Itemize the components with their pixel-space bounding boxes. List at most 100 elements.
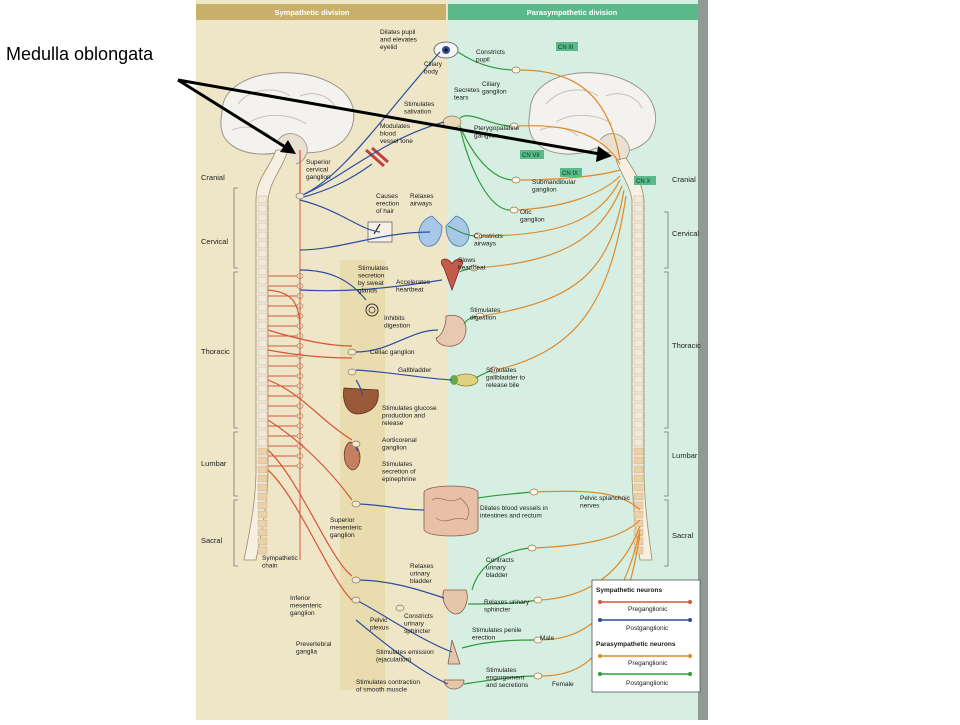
left-vertebrae: [257, 195, 268, 555]
vertebra-segment: [257, 258, 268, 267]
left-region-cervical: Cervical: [201, 237, 228, 246]
ganglion-node: [475, 312, 485, 320]
column-shade: [340, 260, 385, 690]
vertebra-segment: [257, 240, 268, 249]
vertebra-segment: [257, 276, 268, 285]
adrenal-kidney: [343, 441, 361, 471]
vertebra-segment: [257, 303, 268, 312]
label-celiac: Celiac ganglion: [370, 349, 415, 356]
vertebra-segment: [633, 339, 644, 348]
right-brain: [528, 72, 657, 165]
vertebra-segment: [633, 456, 644, 465]
intestines: [423, 485, 479, 537]
vertebra-segment: [633, 420, 644, 429]
vertebra-segment: [257, 546, 268, 555]
vertebra-segment: [633, 348, 644, 357]
left-region-sacral: Sacral: [201, 536, 223, 545]
label-gallbladder: Gallbladder: [398, 367, 432, 374]
ganglion-node: [469, 264, 479, 272]
sweat-gland: [365, 303, 379, 317]
vertebra-segment: [633, 321, 644, 330]
vertebra-segment: [633, 330, 644, 339]
ganglion-node: [351, 440, 361, 448]
vertebra-segment: [633, 483, 644, 492]
vertebra-segment: [633, 375, 644, 384]
vertebra-segment: [633, 402, 644, 411]
vertebra-segment: [257, 195, 268, 204]
vertebra-segment: [633, 285, 644, 294]
cranial-nerve-tags: CN III CN VII CN IX CN X: [520, 42, 656, 185]
legend: Sympathetic neurons Preganglionic Postga…: [591, 579, 701, 693]
female-genitals: [443, 679, 465, 690]
vertebra-segment: [257, 366, 268, 375]
vertebra-segment: [633, 492, 644, 501]
legend-para-post: Postganglionic: [626, 680, 669, 687]
cn-vii-tag: CN VII: [522, 153, 540, 159]
legend-para-pre: Preganglionic: [628, 660, 668, 667]
parasympathetic-header-bar: [448, 4, 698, 20]
legend-symp-pre: Preganglionic: [628, 606, 668, 613]
vertebra-segment: [633, 438, 644, 447]
vertebra-segment: [633, 213, 644, 222]
right-vertebrae: [633, 195, 644, 555]
ganglion-node: [351, 596, 361, 604]
vertebra-segment: [633, 222, 644, 231]
vertebra-segment: [633, 546, 644, 555]
cn-x-tag: CN X: [636, 179, 650, 185]
left-region-lumbar: Lumbar: [201, 459, 227, 468]
vertebra-segment: [633, 366, 644, 375]
vertebra-segment: [633, 294, 644, 303]
cn-ix-tag: CN IX: [562, 171, 578, 177]
sympathetic-chain-ladder: [268, 190, 304, 560]
vertebra-segment: [257, 213, 268, 222]
vertebra-segment: [257, 204, 268, 213]
right-region-thoracic: Thoracic: [672, 341, 701, 350]
vertebra-segment: [257, 267, 268, 276]
vertebra-segment: [633, 384, 644, 393]
label-male: Male: [540, 635, 554, 642]
vertebra-segment: [633, 312, 644, 321]
sympathetic-header: Sympathetic division: [274, 8, 349, 17]
urinary-bladder: [442, 589, 468, 615]
male-genitals: [447, 639, 461, 665]
vertebra-segment: [257, 447, 268, 456]
ganglion-node: [527, 544, 537, 552]
vertebra-segment: [257, 528, 268, 537]
right-region-cranial: Cranial: [672, 175, 696, 184]
symp-postganglionic-paths: [299, 51, 453, 685]
ganglion-nodes: [295, 66, 543, 680]
right-region-brackets: [664, 211, 669, 567]
vertebra-segment: [257, 402, 268, 411]
legend-symp-title: Sympathetic neurons: [596, 587, 662, 594]
vertebra-segment: [257, 330, 268, 339]
label-female: Female: [552, 681, 574, 688]
vertebra-segment: [257, 474, 268, 483]
ganglion-node: [529, 488, 539, 496]
vertebra-segment: [257, 501, 268, 510]
stomach: [435, 314, 467, 347]
vertebra-segment: [633, 267, 644, 276]
symp-preganglionic-paths: [267, 150, 353, 601]
ganglion-node: [533, 672, 543, 680]
